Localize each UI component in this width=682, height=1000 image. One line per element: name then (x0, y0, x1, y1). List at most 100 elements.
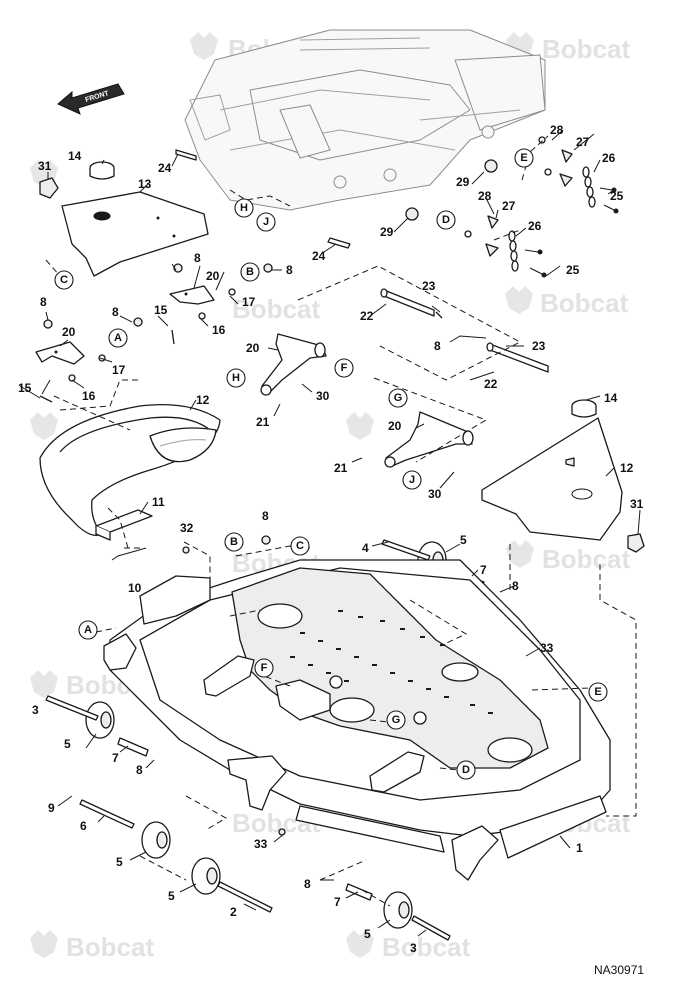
ref-D-deck: D (456, 760, 476, 780)
watermark-text: Bobcat (542, 544, 630, 574)
callout-20: 20 (246, 341, 260, 355)
ref-E-deck: E (588, 682, 608, 702)
callout-25: 25 (610, 189, 624, 203)
callout-8: 8 (304, 877, 311, 891)
callout-22: 22 (484, 377, 498, 391)
watermark-logo-icon (506, 540, 534, 568)
assembly-lines (45, 135, 637, 907)
ref-G-deck: G (386, 710, 406, 730)
svg-text:A: A (84, 624, 92, 636)
ref-A-upper: A (108, 328, 128, 348)
callout-31: 31 (38, 159, 52, 173)
callout-27: 27 (576, 135, 590, 149)
front-direction-arrow: FRONT (57, 83, 125, 115)
callout-21: 21 (334, 461, 348, 475)
svg-text:G: G (392, 714, 401, 726)
bracket-19 (169, 285, 215, 305)
svg-text:C: C (60, 274, 68, 286)
svg-text:B: B (230, 536, 238, 548)
svg-text:B: B (246, 266, 254, 278)
bracket-18 (35, 341, 85, 365)
watermark-logo-icon (30, 412, 58, 440)
callout-5: 5 (364, 927, 371, 941)
plate-10 (95, 509, 153, 541)
callout-30: 30 (316, 389, 330, 403)
part-callouts: 28 27 26 25 29 28 27 26 25 29 24 24 14 1… (18, 123, 644, 955)
callout-18: 20 (62, 325, 76, 339)
svg-text:E: E (594, 686, 601, 698)
watermark-logo-icon (505, 286, 533, 314)
callout-17: 17 (242, 295, 256, 309)
callout-29: 29 (456, 175, 470, 189)
callout-8: 8 (262, 509, 269, 523)
callout-32: 32 (180, 521, 194, 535)
watermark-logo-icon (346, 930, 374, 958)
ref-H-link: H (226, 368, 246, 388)
ref-E-upper: E (514, 148, 534, 168)
callout-5: 5 (168, 889, 175, 903)
callout-23: 23 (422, 279, 436, 293)
watermark-text: Bobcat (540, 288, 628, 318)
callout-8: 8 (112, 305, 119, 319)
callout-7: 7 (334, 895, 341, 909)
svg-text:J: J (263, 216, 269, 228)
callout-8: 8 (136, 763, 143, 777)
callout-15: 15 (154, 303, 168, 317)
watermark-logo-icon (30, 670, 58, 698)
ref-C-deck: C (290, 536, 310, 556)
callout-8: 8 (434, 339, 441, 353)
belt-cover-12 (481, 417, 623, 541)
svg-text:E: E (520, 152, 527, 164)
ref-B-upper: B (240, 262, 260, 282)
callout-23: 23 (532, 339, 546, 353)
callout-25: 25 (566, 263, 580, 277)
callout-27: 27 (502, 199, 516, 213)
svg-text:H: H (240, 202, 248, 214)
ref-J-link: J (402, 470, 422, 490)
callout-29: 29 (380, 225, 394, 239)
watermark-text: Bobcat (382, 932, 470, 962)
svg-text:F: F (341, 362, 348, 374)
callout-19: 20 (206, 269, 220, 283)
callout-2: 2 (230, 905, 237, 919)
knob-14-right (571, 399, 597, 418)
chain-hardware-upper (538, 136, 619, 214)
callout-16: 16 (212, 323, 226, 337)
drawing-number: NA30971 (594, 963, 644, 977)
svg-text:C: C (296, 540, 304, 552)
chain-hardware-lower (464, 215, 547, 278)
callout-12: 12 (620, 461, 634, 475)
link-20-lower (384, 411, 474, 468)
callout-7: 7 (112, 751, 119, 765)
callout-26: 26 (528, 219, 542, 233)
callout-7: 7 (480, 563, 487, 577)
reference-markers: E D H J C B A F H G J B C A F E G D (54, 148, 608, 780)
watermark-logo-icon (190, 32, 218, 60)
ref-G-upper: G (388, 388, 408, 408)
callout-3: 3 (410, 941, 417, 955)
callout-13: 13 (138, 177, 152, 191)
callout-24: 24 (312, 249, 326, 263)
belt-cover-13 (61, 191, 209, 277)
callout-1: 1 (576, 841, 583, 855)
caster-wheel-left (45, 695, 149, 757)
callout-8: 8 (286, 263, 293, 277)
callout-20: 20 (388, 419, 402, 433)
clip-31-right (627, 533, 645, 553)
caster-wheel-lower-left-1 (79, 799, 171, 859)
ref-A-deck: A (78, 620, 98, 640)
ref-J-upper: J (256, 212, 276, 232)
callout-9: 10 (128, 581, 142, 595)
ref-B-deck: B (224, 532, 244, 552)
caster-wheel-lower-left-2 (191, 857, 273, 913)
callout-14: 14 (68, 149, 82, 163)
watermark-logo-icon (346, 412, 374, 440)
mower-deck-1 (103, 559, 611, 881)
ref-D-upper: D (436, 210, 456, 230)
svg-text:G: G (394, 392, 403, 404)
callout-6: 6 (80, 819, 87, 833)
chain-26-lower (508, 230, 519, 272)
clip-31-left (39, 177, 59, 199)
watermark-text: Bobcat (542, 34, 630, 64)
